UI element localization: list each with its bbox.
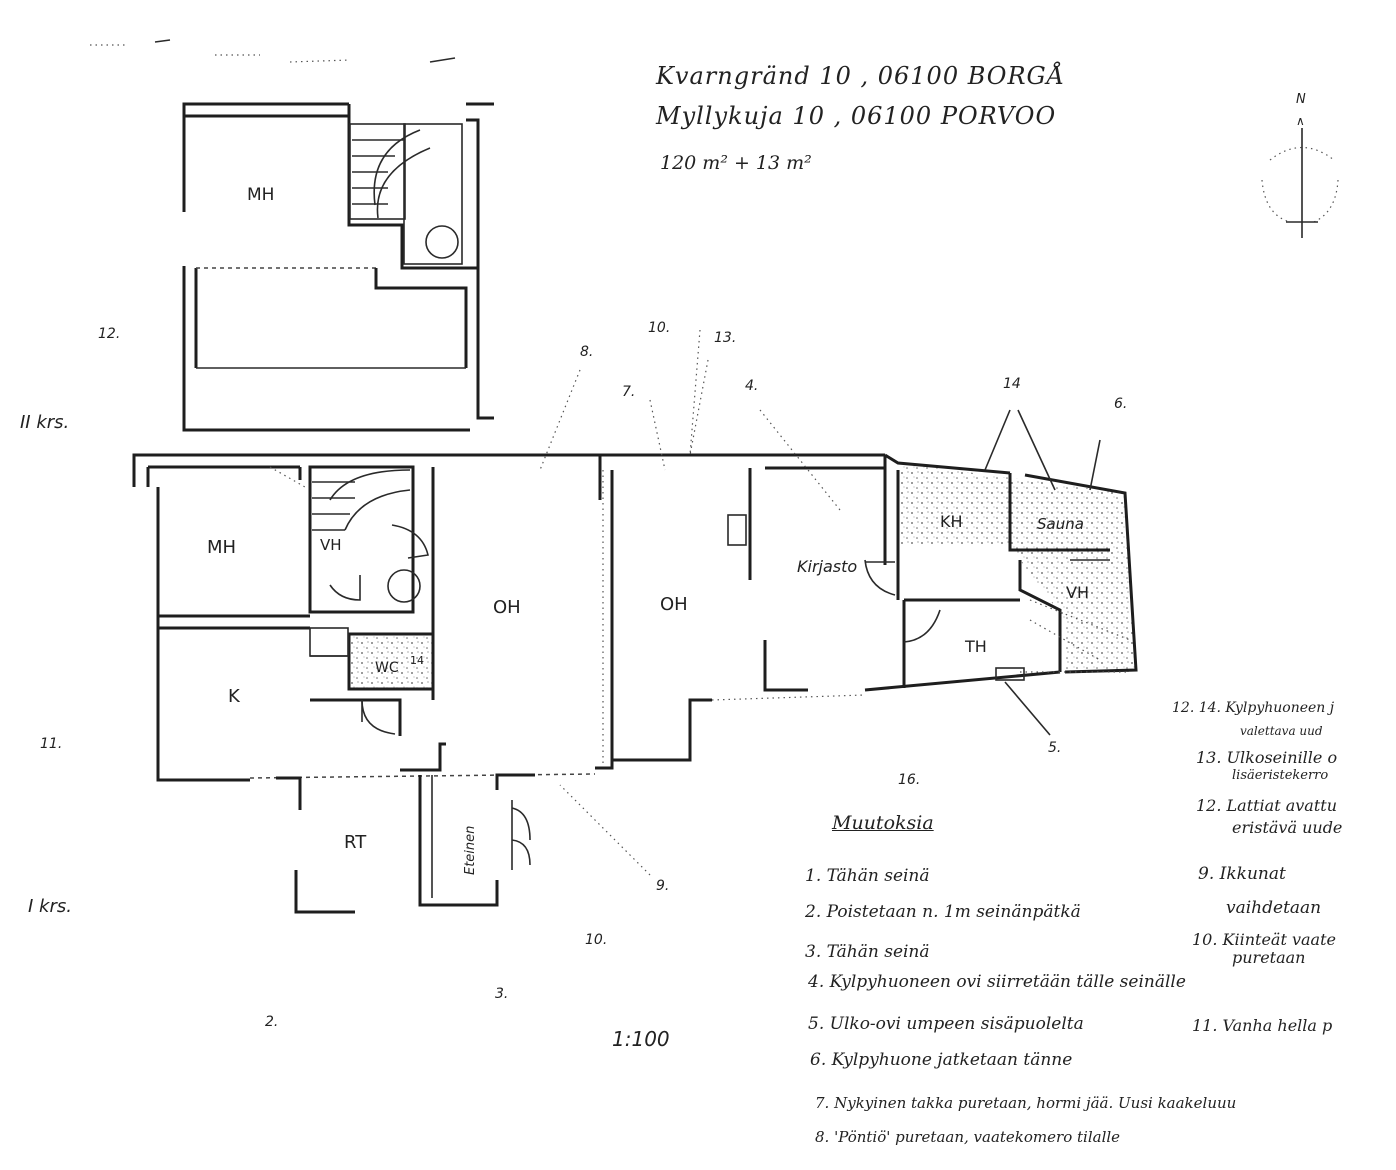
changes-title: Muutoksia	[832, 812, 934, 834]
marker-14: 14	[1003, 376, 1021, 392]
room-k: K	[228, 686, 241, 707]
room-kirjasto: Kirjasto	[797, 557, 857, 576]
north-label: N	[1296, 92, 1306, 107]
side-note-12-cont: eristävä uude	[1232, 818, 1343, 837]
marker-9: 9.	[656, 878, 669, 894]
marker-5: 5.	[1048, 740, 1061, 756]
lower-floor-plan	[132, 453, 1138, 914]
room-eteinen: Eteinen	[463, 826, 478, 875]
side-note-9-cont: vaihdetaan	[1226, 898, 1322, 918]
floor-label-upper: II krs.	[20, 412, 69, 433]
marker-16: 16.	[898, 772, 920, 788]
side-note-14-cont: valettava uud	[1240, 724, 1323, 738]
side-note-14: 12. 14. Kylpyhuoneen j	[1172, 700, 1335, 716]
change-item-3: 3. Tähän seinä	[805, 942, 930, 962]
room-oh-2: OH	[660, 594, 688, 615]
room-vh-2: VH	[1066, 583, 1089, 602]
change-item-4: 4. Kylpyhuoneen ovi siirretään tälle sei…	[808, 972, 1186, 992]
room-mh-upper: MH	[247, 185, 274, 205]
upper-floor-plan: MH	[182, 102, 494, 432]
side-note-10-cont: puretaan	[1232, 948, 1306, 967]
room-th: TH	[964, 637, 987, 656]
side-note-9: 9. Ikkunat	[1198, 864, 1286, 884]
room-wc-mark: 14	[410, 654, 424, 667]
marker-13: 13.	[714, 330, 736, 346]
room-vh-1: VH	[320, 536, 342, 554]
marker-8: 8.	[580, 344, 593, 360]
marker-4: 4.	[745, 378, 758, 394]
room-oh-1: OH	[493, 597, 521, 618]
side-note-10: 10. Kiinteät vaate	[1192, 930, 1336, 949]
scan-marks	[90, 39, 456, 63]
room-kh: KH	[940, 512, 963, 531]
marker-10-bottom: 10.	[585, 932, 607, 948]
marker-10-top: 10.	[648, 320, 670, 336]
change-item-7: 7. Nykyinen takka puretaan, hormi jää. U…	[815, 1094, 1237, 1112]
room-wc: WC	[375, 660, 399, 676]
scale-label: 1:100	[612, 1027, 670, 1051]
change-item-1: 1. Tähän seinä	[805, 866, 930, 886]
floor-label-lower: I krs.	[28, 896, 72, 917]
address-swedish: Kvarngränd 10 , 06100 BORGÅ	[656, 62, 1066, 90]
marker-7: 7.	[622, 384, 635, 400]
side-note-11: 11. Vanha hella p	[1192, 1016, 1333, 1035]
marker-6: 6.	[1114, 396, 1127, 412]
marker-2: 2.	[265, 1014, 278, 1030]
room-rt: RT	[344, 832, 367, 853]
room-mh-lower: MH	[207, 537, 236, 558]
change-item-6: 6. Kylpyhuone jatketaan tänne	[810, 1050, 1073, 1070]
change-item-2: 2. Poistetaan n. 1m seinänpätkä	[805, 902, 1081, 922]
floor-area: 120 m² + 13 m²	[660, 152, 812, 174]
change-item-5: 5. Ulko-ovi umpeen sisäpuolelta	[808, 1014, 1084, 1034]
marker-11: 11.	[40, 736, 62, 752]
side-note-13: 13. Ulkoseinille o	[1196, 748, 1338, 767]
change-item-8: 8. 'Pöntiö' puretaan, vaatekomero tilall…	[815, 1128, 1121, 1146]
marker-3: 3.	[495, 986, 508, 1002]
marker-leader-lines	[269, 329, 1101, 876]
address-finnish: Myllykuja 10 , 06100 PORVOO	[656, 102, 1057, 130]
marker-12: 12.	[98, 326, 120, 342]
north-arrow-icon: N ∧	[1261, 92, 1339, 238]
room-sauna: Sauna	[1037, 515, 1084, 533]
side-note-12: 12. Lattiat avattu	[1196, 796, 1338, 815]
north-arrowhead: ∧	[1296, 114, 1305, 128]
side-note-13-cont: lisäeristekerro	[1232, 768, 1329, 783]
